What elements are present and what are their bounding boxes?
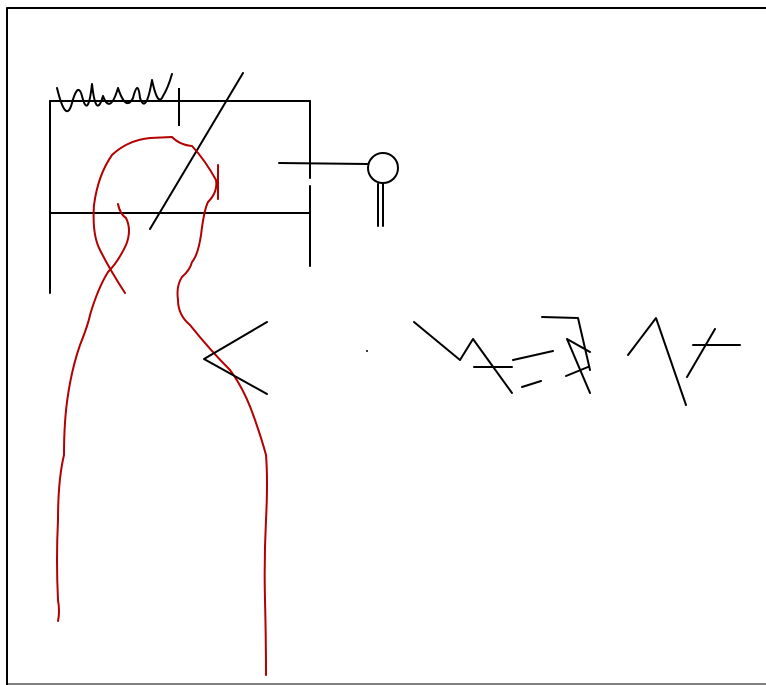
lamp-stem <box>377 183 384 227</box>
page-frame <box>6 7 766 685</box>
person-silhouette <box>92 136 268 676</box>
lamp-bulb <box>367 152 399 184</box>
letter-scribble-4 <box>627 317 741 406</box>
lead-to-bulb <box>278 162 369 165</box>
arrow-chevron <box>203 321 268 395</box>
letter-scribble-3 <box>541 316 591 394</box>
letter-scribble-1 <box>413 321 513 394</box>
letter-scribble-2 <box>512 350 554 388</box>
person-neck-back <box>56 203 130 622</box>
zigzag-resistor <box>56 73 173 113</box>
stray-dot <box>366 350 368 352</box>
